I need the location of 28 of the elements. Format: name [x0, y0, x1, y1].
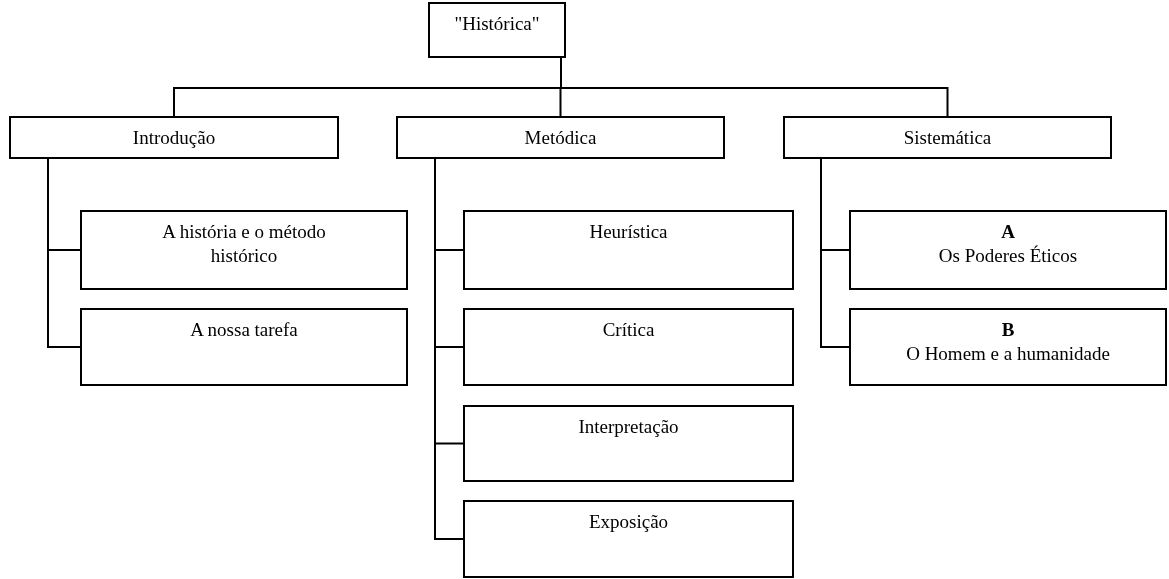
- text-box: [9, 116, 339, 159]
- text-box: [463, 405, 794, 482]
- box-label: Os Poderes Éticos: [938, 244, 1078, 268]
- box-heading: A: [1001, 220, 1015, 244]
- text-box: [849, 210, 1167, 290]
- text-box: [80, 210, 408, 290]
- text-box: [463, 500, 794, 578]
- text-box: [783, 116, 1112, 159]
- box-label: Sistemática: [903, 126, 992, 150]
- box-label: Crítica: [602, 318, 655, 342]
- connector-line: [820, 158, 850, 348]
- box-label: Heurística: [589, 220, 668, 244]
- box-label: Exposição: [588, 510, 669, 534]
- connector-line: [47, 158, 81, 348]
- text-box: [463, 210, 794, 290]
- text-box: [428, 2, 566, 58]
- text-box: [849, 308, 1167, 386]
- box-label: Introdução: [132, 126, 216, 150]
- box-label: A história e o método histórico: [161, 220, 327, 268]
- text-box: [396, 116, 725, 159]
- box-heading: B: [1001, 318, 1015, 342]
- box-label: O Homem e a humanidade: [906, 342, 1110, 366]
- box-label: Interpretação: [578, 415, 679, 439]
- box-label: "Histórica": [454, 12, 540, 36]
- box-label: A nossa tarefa: [190, 318, 298, 342]
- text-box: [80, 308, 408, 386]
- text-box: [463, 308, 794, 386]
- box-label: Metódica: [524, 126, 597, 150]
